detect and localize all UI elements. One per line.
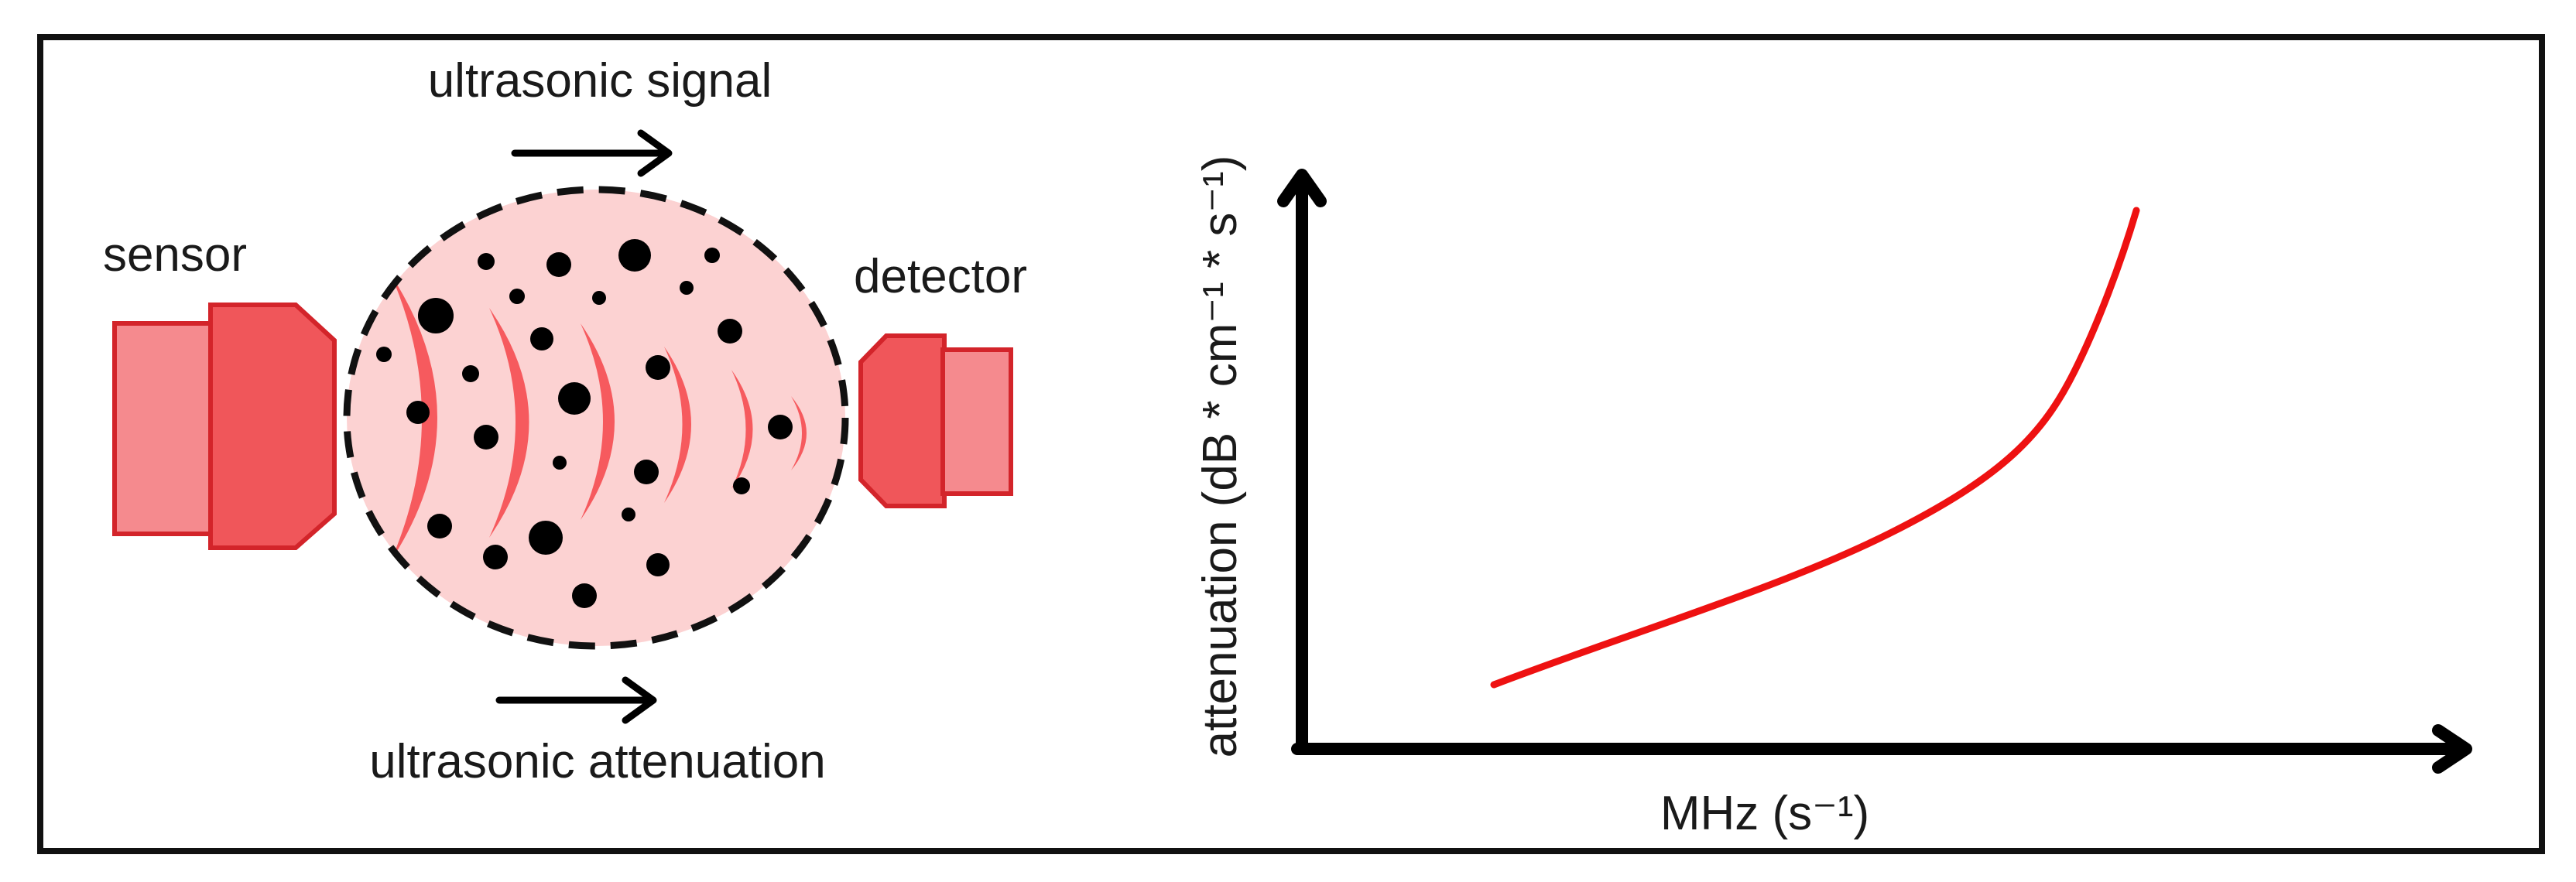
sample-ellipse — [343, 186, 849, 650]
particle — [704, 248, 720, 263]
measurement-schematic: ultrasonic signal ultrasonic attenuation… — [103, 54, 1027, 788]
detector-label: detector — [854, 250, 1027, 303]
wave-crescent — [391, 275, 437, 561]
particle — [509, 289, 525, 304]
particle — [592, 291, 606, 305]
particle — [572, 583, 597, 608]
particle — [646, 553, 670, 576]
particle — [680, 281, 694, 295]
particle — [622, 508, 635, 521]
attenuation-arrow — [495, 676, 657, 724]
particle — [478, 253, 495, 270]
ultrasonic-signal-label: ultrasonic signal — [428, 54, 772, 108]
y-axis-label: attenuation (dB * cm⁻¹ * s⁻¹) — [1194, 156, 1247, 758]
sample-boundary — [343, 186, 849, 650]
particle — [546, 252, 571, 277]
particle — [558, 382, 591, 415]
wave-crescent — [489, 308, 529, 538]
wave-crescent — [581, 323, 615, 520]
particle — [530, 327, 553, 350]
particle — [483, 545, 508, 569]
particle — [553, 456, 567, 470]
ultrasonic-attenuation-label: ultrasonic attenuation — [369, 735, 825, 788]
particle — [462, 365, 479, 382]
attenuation-curve — [1490, 207, 2140, 689]
particle — [646, 355, 670, 380]
particle — [634, 460, 659, 484]
x-axis-label: MHz (s⁻¹) — [1660, 787, 1869, 840]
particle — [474, 425, 498, 450]
particle — [418, 298, 454, 333]
particle — [768, 415, 793, 439]
wave-crescent — [791, 396, 807, 470]
sensor-label: sensor — [103, 228, 247, 282]
particles — [376, 239, 793, 608]
wave-crescent — [731, 370, 753, 489]
attenuation-graph: MHz (s⁻¹) attenuation (dB * cm⁻¹ * s⁻¹) — [1194, 156, 2472, 840]
ultrasonic-waves — [391, 275, 807, 561]
x-axis — [1291, 724, 2472, 774]
particle — [427, 514, 452, 538]
particle — [406, 401, 430, 424]
particle — [733, 477, 750, 494]
detector-transducer — [858, 333, 1013, 508]
particle — [718, 319, 742, 344]
wave-crescent — [664, 347, 691, 503]
y-axis — [1277, 169, 1327, 755]
particle — [376, 347, 392, 362]
particle — [618, 239, 651, 272]
sensor-transducer — [112, 303, 337, 550]
particle — [529, 521, 563, 555]
signal-arrow — [511, 129, 673, 177]
